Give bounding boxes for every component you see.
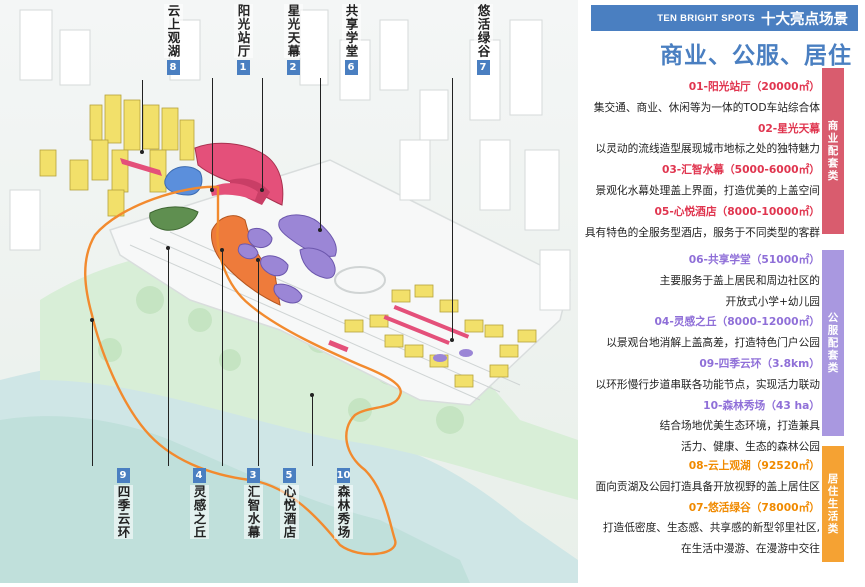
spot-description: 景观化水幕处理盖上界面，打造优美的上盖空间: [595, 183, 820, 197]
band-public-service: 公服配套类: [822, 250, 844, 436]
title-banner: TEN BRIGHT SPOTS 十大亮点场景: [591, 5, 858, 31]
map-illustration: [0, 0, 578, 583]
leader-line-1: [212, 78, 213, 190]
label-number: 5: [282, 468, 296, 483]
spot-heading: 02-星光天幕: [757, 121, 820, 135]
label-text: 森林秀场: [333, 485, 353, 539]
label-text: 汇智水幕: [243, 485, 263, 539]
residential-low-7: [344, 284, 537, 388]
band-commercial: 商业配套类: [822, 68, 844, 234]
leader-line-7: [452, 78, 453, 340]
spot-heading: 04-灵感之丘（8000-12000㎡）: [654, 315, 821, 329]
label-shared-school: 共享学堂 6: [313, 4, 389, 77]
spot-description: 以环形慢行步道串联各功能节点，实现活力联动: [595, 377, 820, 391]
inspiration-hill-4: [149, 206, 199, 231]
title-chinese: 十大亮点场景: [761, 11, 848, 28]
leader-line-4: [168, 248, 169, 466]
leader-line-8: [142, 80, 143, 152]
label-forest-show: 10 森林秀场: [305, 466, 381, 539]
title-english: TEN BRIGHT SPOTS: [657, 12, 755, 24]
spot-heading: 08-云上观湖（92520㎡）: [688, 459, 820, 472]
label-number: 1: [236, 60, 250, 75]
band-label: 商业配套类: [826, 119, 839, 183]
spot-description: 结合场地优美生态环境，打造兼具: [659, 419, 820, 433]
leader-line-10: [312, 395, 313, 466]
spot-description: 面向贡湖及公园打造具备开放视野的盖上居住区: [595, 479, 820, 493]
spot-heading: 10-森林秀场（43 ha）: [703, 398, 820, 412]
spot-heading: 05-心悦酒店（8000-10000㎡）: [654, 204, 821, 218]
label-text: 悠活绿谷: [473, 4, 493, 58]
band-label: 公服配套类: [826, 311, 839, 375]
spot-heading: 06-共享学堂（51000㎡）: [688, 253, 820, 266]
label-starlight-canopy: 星光天幕 2: [255, 4, 331, 77]
valley-pink-strips: [328, 305, 470, 353]
label-text: 星光天幕: [283, 4, 303, 58]
spot-description: 集交通、商业、休闲等为一体的TOD车站综合体: [593, 100, 820, 114]
leader-line-5: [258, 260, 259, 466]
label-wisdom-water-curtain: 3 汇智水幕: [215, 466, 291, 539]
page-subtitle: 商业、公服、居住: [660, 43, 852, 69]
spot-heading: 03-汇智水幕（5000-6000㎡）: [661, 163, 820, 177]
label-inspiration-hill: 4 灵感之丘: [161, 466, 237, 539]
leader-line-6: [320, 78, 321, 230]
label-number: 8: [166, 60, 180, 75]
label-leisure-valley: 悠活绿谷 7: [445, 4, 521, 77]
section-residential: 08-云上观湖（92520㎡） 面向贡湖及公园打造具备开放视野的盖上居住区 07-悠…: [572, 456, 820, 560]
section-public-service: 06-共享学堂（51000㎡） 主要服务于盖上居民和周边社区的开放式小学+幼儿园 0…: [572, 250, 820, 458]
aerial-map: 云上观湖 8 阳光站厅 1 星光天幕 2 共享学堂 6 悠活绿谷 7 9 四季云…: [0, 0, 578, 583]
spot-description: 打造低密度、生态感、共享感的新型邻里社区,: [602, 521, 820, 535]
spot-description: 活力、健康、生态的森林公园: [681, 440, 820, 454]
spot-description: 开放式小学+幼儿园: [725, 294, 820, 308]
label-text: 阳光站厅: [233, 4, 253, 58]
spot-description: 具有特色的全服务型酒店，服务于不同类型的客群: [584, 225, 820, 239]
label-number: 10: [336, 468, 351, 483]
leader-line-2: [262, 78, 263, 190]
section-commercial: 01-阳光站厅（20000㎡） 集交通、商业、休闲等为一体的TOD车站综合体 02-…: [572, 77, 820, 243]
leader-line-3: [222, 250, 223, 466]
label-joy-hotel: 5 心悦酒店: [251, 466, 327, 539]
four-seasons-loop-9: [84, 185, 402, 556]
spot-heading: 09-四季云环（3.8km）: [699, 356, 820, 370]
label-cloud-lakeview: 云上观湖 8: [135, 4, 211, 77]
label-text: 四季云环: [113, 485, 133, 539]
label-text: 灵感之丘: [189, 485, 209, 539]
starlight-canopy-2: [210, 183, 258, 200]
spot-heading: 01-阳光站厅（20000㎡）: [688, 80, 820, 93]
label-number: 6: [344, 60, 358, 75]
label-number: 7: [476, 60, 490, 75]
label-number: 3: [246, 468, 260, 483]
spot-description: 以景观台地消解上盖高差，打造特色门户公园: [606, 336, 820, 350]
label-four-seasons-loop: 9 四季云环: [85, 466, 161, 539]
label-text: 云上观湖: [163, 4, 183, 58]
label-number: 2: [286, 60, 300, 75]
spot-heading: 07-悠活绿谷（78000㎡）: [688, 500, 820, 514]
spot-description: 主要服务于盖上居民和周边社区的: [659, 273, 820, 287]
band-residential: 居住生活类: [822, 446, 844, 562]
band-label: 居住生活类: [826, 472, 839, 536]
leader-line-9: [92, 320, 93, 466]
forest-park: [40, 248, 578, 500]
label-text: 心悦酒店: [279, 485, 299, 539]
label-text: 共享学堂: [341, 4, 361, 58]
shared-school-6: [237, 214, 337, 304]
label-sunshine-station: 阳光站厅 1: [205, 4, 281, 77]
spot-description: 在生活中漫游、在漫游中交往: [681, 542, 820, 556]
label-number: 4: [192, 468, 206, 483]
label-number: 9: [116, 468, 130, 483]
spot-description: 以灵动的流线造型展现城市地标之处的独特魅力: [595, 142, 820, 156]
